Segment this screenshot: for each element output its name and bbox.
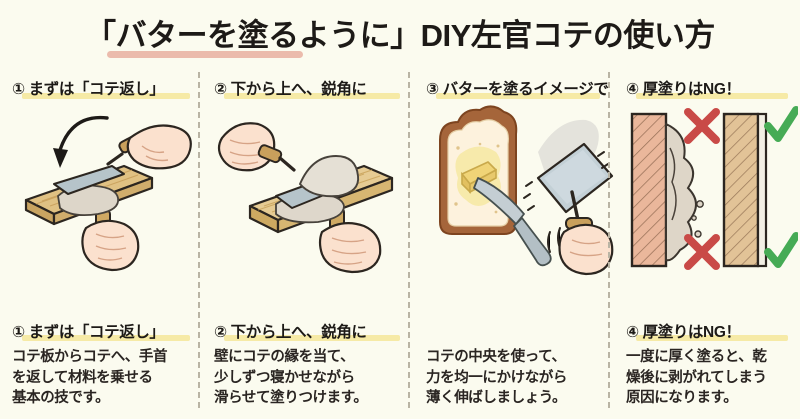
panel-2-heading-top: ② 下から上へ、鋭角に [214,81,404,99]
panel-4-body: 一度に厚く塗ると、乾 燥後に剥がれてしまう 原因になります。 [626,347,792,409]
panel-2-body-line-1: 壁にコテの縁を当て、 [214,349,355,366]
page-title: 「バターを塗るように」DIY左官コテの使い方 [85,17,715,58]
panel-1-heading-bottom-label: ① まずは「コテ返し」 [12,323,165,341]
panel-1-heading-top: ① まずは「コテ返し」 [12,81,194,99]
good-wall-section [722,112,768,267]
panel-2: ② 下から上へ、鋭角に [200,70,410,419]
panel-3-body-line-3: 薄く伸ばしましょう。 [426,390,567,407]
panel-4-heading-top-label: ④ 厚塗りはNG！ [626,81,741,98]
title-underline-accent [107,50,304,58]
page-title-label: 「バターを塗るように」DIY左官コテの使い方 [85,17,715,53]
panel-columns: ① まずは「コテ返し」 [0,70,800,419]
toast-with-butter-and-trowel-on-wall [439,105,614,275]
panel-4-caption: ④ 厚塗りはNG！ 一度に厚く塗ると、乾 燥後に剥がれてしまう 原因になります。 [626,325,792,409]
panel-3: ③ バターを塗るイメージで [410,70,614,419]
hawk-board-with-trowel-flip-arrow [24,115,192,271]
panel-4-body-line-3: 原因になります。 [626,390,738,407]
panel-4-heading-top: ④ 厚塗りはNG！ [626,81,792,99]
panel-1-body-line-2: を返して材料を乗せる [12,369,153,386]
panel-2-heading-top-label: ② 下から上へ、鋭角に [214,81,367,98]
panel-4: ④ 厚塗りはNG！ [610,70,800,419]
panel-2-body-line-3: 滑らせて塗りつけます。 [214,390,368,407]
panel-divider-2 [408,72,410,408]
panel-3-caption: コテの中央を使って、 力を均一にかけながら 薄く伸ばしましょう。 [426,340,604,409]
panel-4-heading-bottom: ④ 厚塗りはNG！ [626,323,792,342]
panel-3-body: コテの中央を使って、 力を均一にかけながら 薄く伸ばしましょう。 [426,347,604,409]
wall-cross-section-thick-vs-thin [630,112,768,267]
panel-2-heading-bottom: ② 下から上へ、鋭角に [214,323,404,342]
panel-2-illustration [214,100,404,325]
panel-2-body: 壁にコテの縁を当て、 少しずつ寝かせながら 滑らせて塗りつけます。 [214,347,404,409]
panel-1-caption: ① まずは「コテ返し」 コテ板からコテへ、手首 を返して材料を乗せる 基本の技で… [12,325,194,409]
panel-4-body-line-2: 燥後に剥がれてしまう [626,369,767,386]
panel-1: ① まずは「コテ返し」 [0,70,200,419]
panel-2-caption: ② 下から上へ、鋭角に 壁にコテの縁を当て、 少しずつ寝かせながら 滑らせて塗り… [214,325,404,409]
panel-1-illustration [12,100,194,325]
panel-4-heading-bottom-label: ④ 厚塗りはNG！ [626,323,741,341]
panel-1-body: コテ板からコテへ、手首 を返して材料を乗せる 基本の技です。 [12,347,194,409]
trowel-scooping-plaster-from-hawk [217,121,394,273]
panel-4-illustration [626,100,798,325]
panel-1-body-line-3: 基本の技です。 [12,390,110,407]
panel-divider-1 [198,72,200,408]
panel-1-heading-bottom: ① まずは「コテ返し」 [12,323,194,342]
panel-4-body-line-1: 一度に厚く塗ると、乾 [626,349,767,366]
page-title-bar: 「バターを塗るように」DIY左官コテの使い方 [0,0,800,70]
panel-2-body-line-2: 少しずつ寝かせながら [214,369,355,386]
bad-wall-section [630,112,704,267]
panel-1-heading-top-label: ① まずは「コテ返し」 [12,81,165,98]
panel-divider-3 [608,72,610,408]
panel-3-heading-top: ③ バターを塗るイメージで [426,82,609,99]
panel-3-body-line-1: コテの中央を使って、 [426,349,566,366]
panel-3-body-line-2: 力を均一にかけながら [426,369,567,386]
panel-1-body-line-1: コテ板からコテへ、手首 [12,349,168,366]
panel-2-heading-bottom-label: ② 下から上へ、鋭角に [214,323,367,341]
panel-3-heading-top-label: ③ バターを塗るイメージで [426,81,609,98]
panel-3-illustration [426,100,614,341]
